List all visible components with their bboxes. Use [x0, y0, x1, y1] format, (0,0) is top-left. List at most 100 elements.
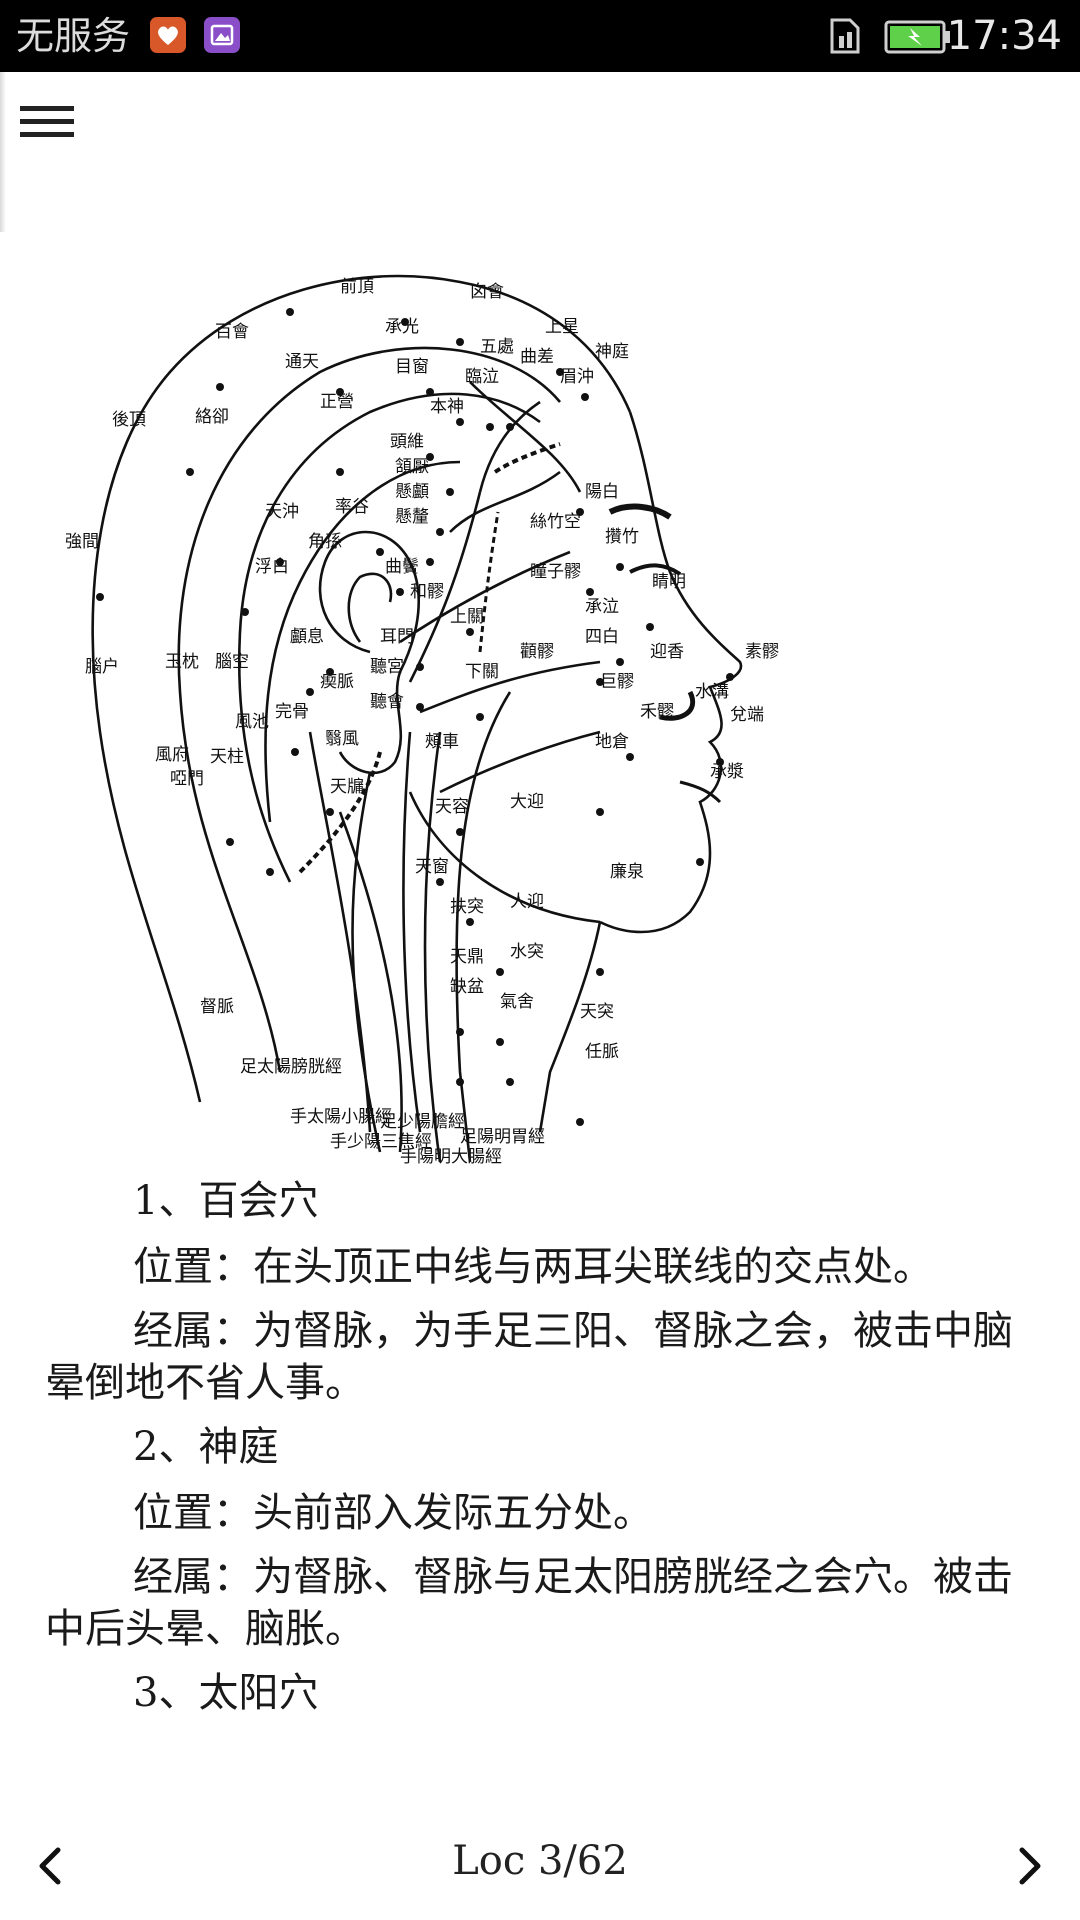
acupoint-label: 攢竹 — [605, 527, 639, 547]
meridian-label: 足陽明胃經 — [460, 1127, 545, 1147]
acupoint-label: 風池 — [235, 712, 269, 732]
location-indicator: Loc 3/62 — [452, 1838, 628, 1884]
acupoint-label: 缺盆 — [450, 977, 484, 997]
acupoint-label: 曲差 — [520, 347, 554, 367]
acupoint-label: 頰車 — [425, 732, 459, 752]
acupoint-label: 承光 — [385, 317, 419, 337]
carrier-text: 无服务 — [16, 14, 131, 58]
meridian-label: 手太陽小腸經 — [290, 1107, 392, 1127]
acupoint-label: 通天 — [285, 352, 319, 372]
acupoint-label: 大迎 — [510, 792, 544, 812]
acupoint-label: 耳門 — [380, 627, 414, 647]
acupoint-label: 聽宮 — [370, 657, 404, 677]
status-bar: 无服务 17:34 — [0, 0, 1080, 72]
acupoint-label: 睛明 — [652, 572, 686, 592]
clock: 17:34 — [946, 13, 1062, 59]
hamburger-menu-icon — [20, 106, 74, 111]
acupoint-label: 氣舍 — [500, 992, 534, 1012]
acupoint-label: 天突 — [580, 1002, 614, 1022]
acupoint-label: 瞳子髎 — [530, 562, 581, 582]
acupoint-label: 四白 — [585, 627, 619, 647]
acupoint-label: 目窗 — [395, 357, 429, 377]
acupoint-label: 和髎 — [410, 582, 444, 602]
acupoint-label: 兌端 — [730, 705, 764, 725]
acupoint-label: 上關 — [450, 607, 484, 627]
acupoint-label: 正營 — [320, 392, 354, 412]
meridian-label: 任脈 — [585, 1042, 619, 1062]
acupoint-label: 人迎 — [510, 892, 544, 912]
acupoint-head-illustration: 前頂 囟會 百會 承光 上星 神庭 通天 五處 曲差 眉沖 絡卻 目窗 臨泣 後… — [65, 274, 779, 1167]
chevron-right-icon[interactable] — [1010, 1844, 1050, 1888]
paragraph: 经属：为督脉，为手足三阳、督脉之会，被击中脑晕倒地不省人事。 — [45, 1308, 1013, 1406]
section-heading: 2、神庭 — [133, 1424, 279, 1470]
acupoint-label: 禾髎 — [640, 702, 674, 722]
reader-page: 前頂 囟會 百會 承光 上星 神庭 通天 五處 曲差 眉沖 絡卻 目窗 臨泣 後… — [0, 72, 1080, 1920]
page-navigation-bar: Loc 3/62 — [0, 1820, 1080, 1920]
acupoint-label: 天牖 — [330, 777, 364, 797]
acupoint-label: 陽白 — [585, 482, 619, 502]
acupoint-label: 天柱 — [210, 747, 244, 767]
acupoint-label: 曲鬢 — [385, 557, 419, 577]
acupoint-label: 前頂 — [340, 277, 374, 297]
paragraph: 位置：头前部入发际五分处。 — [133, 1490, 653, 1536]
reader-text: 1、百会穴 位置：在头顶正中线与两耳尖联线的交点处。 经属：为督脉，为手足三阳、… — [45, 1175, 1040, 1733]
acupoint-label: 率谷 — [335, 497, 369, 517]
acupoint-label: 顴髎 — [520, 642, 554, 662]
drawer-edge-shadow — [0, 72, 6, 232]
acupoint-label: 風府 — [155, 745, 189, 765]
acupoint-label: 頭維 — [390, 432, 424, 452]
menu-button[interactable] — [18, 98, 78, 146]
acupoint-label: 巨髎 — [600, 672, 634, 692]
health-app-icon — [150, 17, 186, 53]
acupoint-label: 腦空 — [215, 652, 249, 672]
hamburger-menu-icon-bar — [20, 132, 74, 137]
acupoint-label: 天鼎 — [450, 947, 484, 967]
acupoint-label: 下關 — [465, 662, 499, 682]
acupoint-label: 水突 — [510, 942, 544, 962]
acupoint-label: 完骨 — [275, 702, 309, 722]
acupoint-label: 浮白 — [255, 557, 289, 577]
acupoint-label: 百會 — [215, 322, 249, 342]
gallery-app-icon — [204, 17, 240, 53]
sim-icon — [830, 18, 860, 54]
acupoint-label: 水溝 — [695, 682, 729, 702]
acupoint-label: 眉沖 — [560, 367, 594, 387]
acupoint-label: 啞門 — [170, 769, 204, 789]
acupoint-label: 地倉 — [595, 732, 629, 752]
battery-charging-icon — [884, 20, 950, 54]
acupoint-label: 五處 — [480, 337, 514, 357]
chevron-left-icon[interactable] — [30, 1844, 70, 1888]
meridian-label: 足太陽膀胱經 — [240, 1057, 342, 1077]
acupoint-label: 本神 — [430, 397, 464, 417]
acupoint-label: 扶突 — [450, 897, 484, 917]
acupoint-label: 懸顱 — [395, 482, 429, 502]
acupoint-label: 臨泣 — [465, 367, 499, 387]
meridian-label: 足少陽膽經 — [380, 1112, 465, 1132]
acupoint-label: 天容 — [435, 797, 469, 817]
acupoint-label: 懸釐 — [395, 507, 429, 527]
acupoint-label: 瘈脈 — [320, 672, 354, 692]
acupoint-label: 承漿 — [710, 762, 744, 782]
meridian-label: 手陽明大腸經 — [400, 1147, 502, 1167]
acupoint-label: 上星 — [545, 317, 579, 337]
acupoint-label: 承泣 — [585, 597, 619, 617]
acupoint-label: 天沖 — [265, 502, 299, 522]
acupoint-label: 廉泉 — [610, 862, 644, 882]
acupoint-label: 絡卻 — [195, 407, 229, 427]
acupoint-label: 絲竹空 — [530, 512, 581, 532]
acupoint-label: 後頂 — [112, 410, 146, 430]
paragraph: 位置：在头顶正中线与两耳尖联线的交点处。 — [133, 1244, 933, 1290]
meridian-label: 手少陽三焦經 — [330, 1132, 432, 1152]
acupoint-label: 囟會 — [470, 282, 504, 302]
hamburger-menu-icon-bar — [20, 119, 74, 124]
section-heading: 3、太阳穴 — [133, 1670, 319, 1716]
acupoint-label: 天窗 — [415, 857, 449, 877]
acupoint-label: 頷厭 — [395, 457, 429, 477]
meridian-label: 督脈 — [200, 997, 234, 1017]
acupoint-label: 顱息 — [290, 627, 324, 647]
acupoint-label: 角孫 — [308, 532, 342, 552]
acupoint-label: 玉枕 — [165, 652, 199, 672]
section-heading: 1、百会穴 — [133, 1178, 319, 1224]
acupoint-label: 強間 — [65, 532, 99, 552]
acupoint-label: 素髎 — [745, 642, 779, 662]
